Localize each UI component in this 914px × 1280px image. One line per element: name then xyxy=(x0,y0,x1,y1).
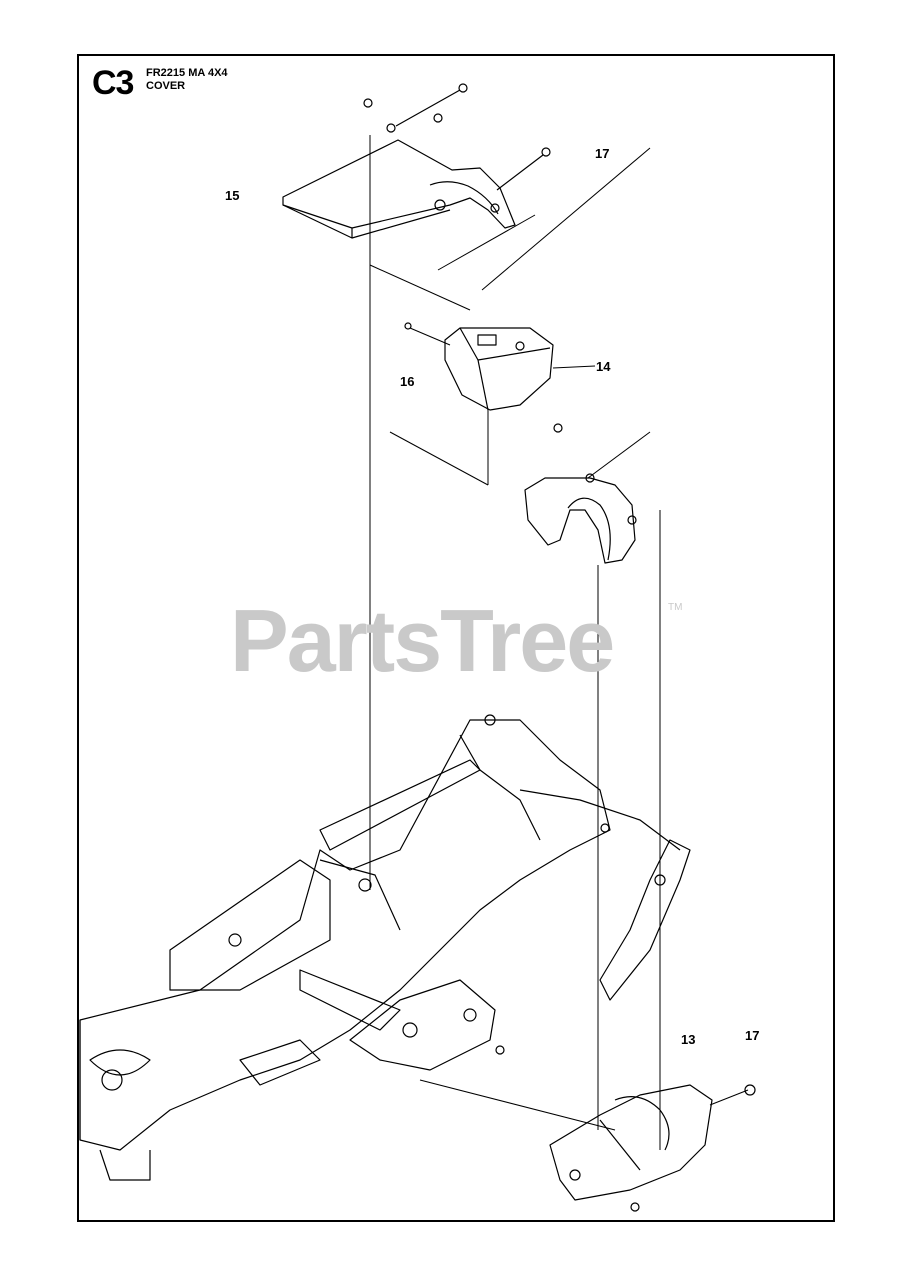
part-13-lower-guard[interactable] xyxy=(549,1084,756,1212)
watermark-text: PartsTree xyxy=(230,591,615,690)
callout-14[interactable]: 14 xyxy=(596,359,611,374)
callout-17-bottom[interactable]: 17 xyxy=(745,1028,760,1043)
model-and-section: FR2215 MA 4X4 COVER xyxy=(146,67,228,93)
assembly-guide-lines xyxy=(369,135,661,1150)
part-15-cover-plate[interactable] xyxy=(282,123,516,239)
callout-15[interactable]: 15 xyxy=(225,188,240,203)
part-14-bracket-cover[interactable] xyxy=(404,322,563,433)
callout-17-top[interactable]: 17 xyxy=(595,146,610,161)
watermark-trademark: TM xyxy=(668,602,683,613)
tractor-chassis-frame xyxy=(79,714,691,1181)
diagram-frame xyxy=(77,54,835,1222)
callout-13[interactable]: 13 xyxy=(681,1032,696,1047)
section-code: C3 xyxy=(92,64,134,102)
hardware-screws-top xyxy=(363,83,551,191)
model-name: FR2215 MA 4X4 xyxy=(146,67,228,79)
section-name: COVER xyxy=(146,80,186,92)
part-curved-shield[interactable] xyxy=(524,473,637,564)
callout-16[interactable]: 16 xyxy=(400,374,415,389)
